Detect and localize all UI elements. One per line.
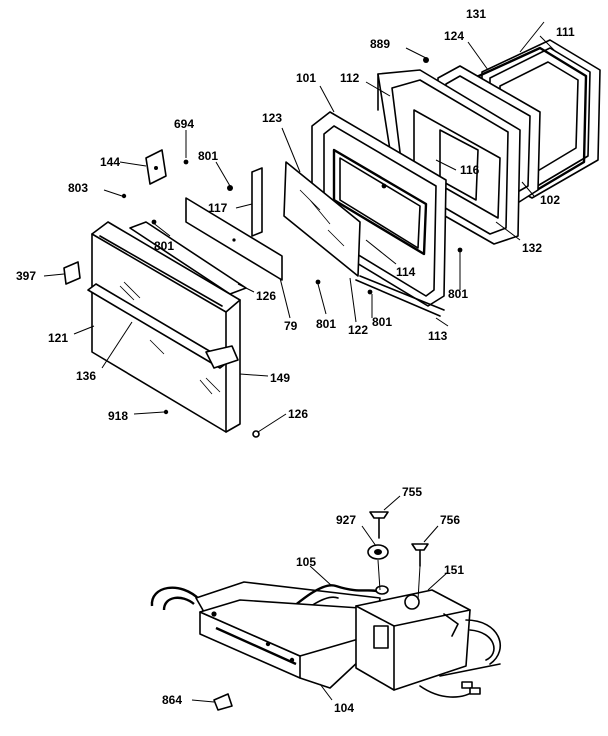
part-79-insulation (185, 197, 283, 281)
label-151: 151 (444, 563, 464, 577)
hinge-assembly: 755 927 756 105 151 864 104 (150, 485, 501, 715)
label-136: 136 (76, 369, 96, 383)
label-144: 144 (100, 155, 120, 169)
screws (121, 57, 463, 438)
part-123-glass-panel (283, 161, 361, 277)
label-117: 117 (208, 201, 228, 215)
hinge-fasteners (213, 511, 429, 711)
part-151-lock-motor (355, 589, 501, 698)
part-104-hinge-body (199, 599, 363, 689)
label-131: 131 (466, 7, 486, 21)
label-121: 121 (48, 331, 68, 345)
label-114: 114 (396, 265, 416, 279)
label-79: 79 (284, 319, 298, 333)
label-116: 116 (460, 163, 480, 177)
label-756: 756 (440, 513, 460, 527)
label-102: 102 (540, 193, 560, 207)
label-694: 694 (174, 117, 194, 131)
label-132: 132 (522, 241, 542, 255)
label-124: 124 (444, 29, 464, 43)
label-113: 113 (428, 329, 448, 343)
label-801-lower-left: 801 (316, 317, 336, 331)
part-397-clip (63, 261, 81, 285)
label-801-lower-right: 801 (372, 315, 392, 329)
label-801-right: 801 (448, 287, 468, 301)
hinge-leader-lines (191, 495, 449, 703)
label-889: 889 (370, 37, 390, 51)
label-105: 105 (296, 555, 316, 569)
label-104: 104 (334, 701, 354, 715)
label-803: 803 (68, 181, 88, 195)
part-144-hinge-plate (145, 149, 167, 185)
label-101: 101 (296, 71, 316, 85)
label-864: 864 (162, 693, 182, 707)
label-112: 112 (340, 71, 360, 85)
label-126-lower: 126 (288, 407, 308, 421)
leader-lines (43, 21, 557, 433)
part-136-door-handle (87, 283, 239, 369)
part-122-retainer (355, 275, 445, 317)
label-755: 755 (402, 485, 422, 499)
label-149: 149 (270, 371, 290, 385)
label-126-upper: 126 (256, 289, 276, 303)
label-123: 123 (262, 111, 282, 125)
label-927: 927 (336, 513, 356, 527)
part-117-strip (251, 167, 263, 237)
label-918: 918 (108, 409, 128, 423)
label-397: 397 (16, 269, 36, 283)
label-801-left: 801 (154, 239, 174, 253)
label-111: 111 (556, 25, 575, 39)
label-801-upper: 801 (198, 149, 218, 163)
door-assembly: 131 111 124 889 112 101 694 123 801 144 … (16, 7, 601, 438)
label-122: 122 (348, 323, 368, 337)
